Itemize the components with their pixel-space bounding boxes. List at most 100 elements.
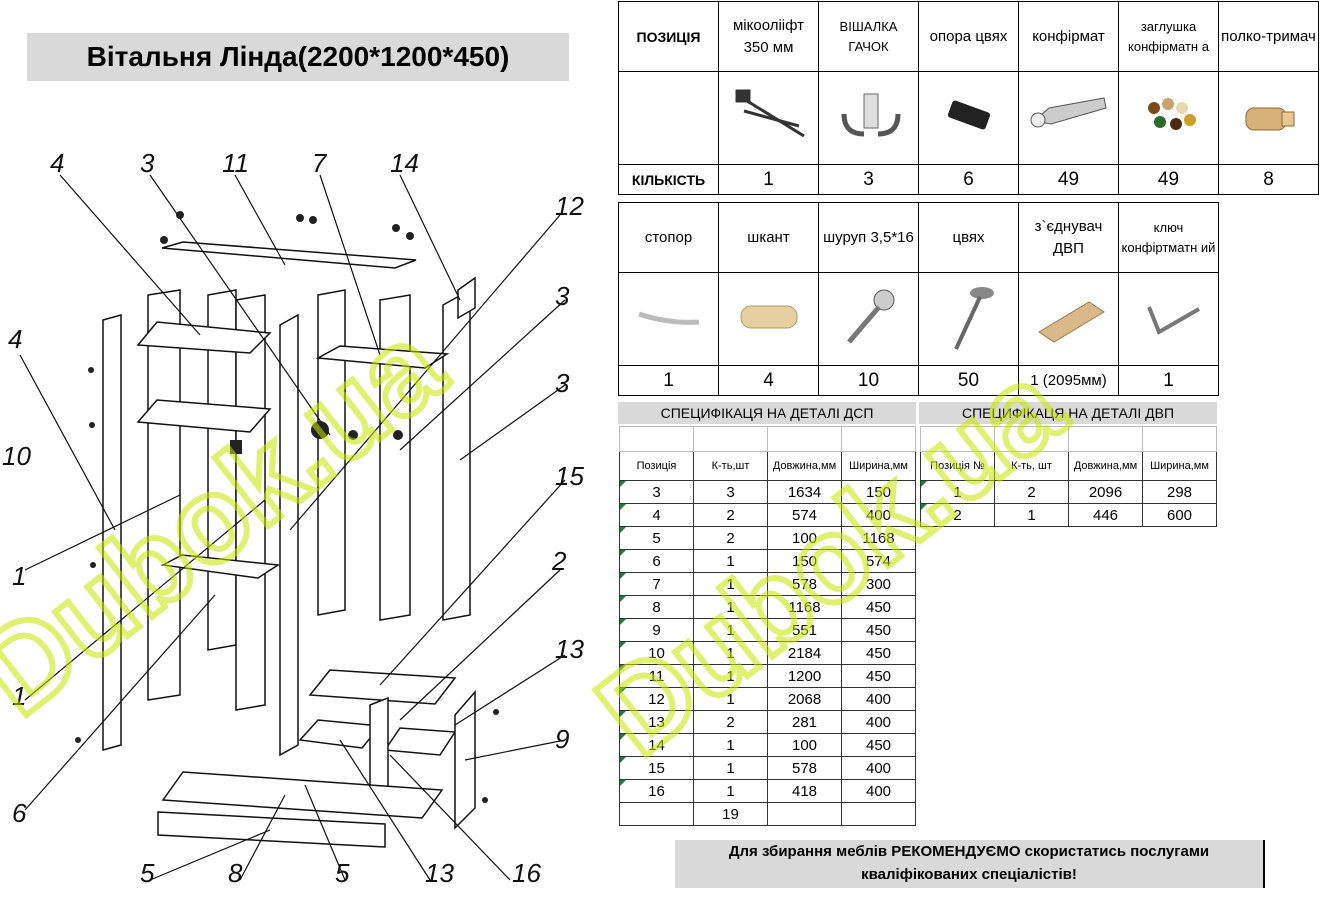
table-cell: 7: [619, 572, 694, 596]
blank-cell: [1142, 426, 1217, 452]
table-cell: 1168: [767, 595, 842, 619]
table-cell: 450: [841, 664, 916, 688]
table-cell: 1: [994, 503, 1069, 527]
table-cell: 300: [841, 572, 916, 596]
drawing-label: 11: [222, 148, 249, 178]
table-cell: 1: [693, 618, 768, 642]
drawing-label: 8: [228, 858, 243, 888]
table-cell: 574: [841, 549, 916, 573]
gas-lift-icon: [718, 71, 819, 165]
table-cell: 9: [619, 618, 694, 642]
fitting-qty: 8: [1218, 164, 1319, 195]
drawing-label: 5: [140, 858, 155, 888]
blank-cell: [619, 426, 694, 452]
fitting-header: ВІШАЛКА ГАЧОК: [818, 1, 919, 72]
table-cell: 446: [1068, 503, 1143, 527]
table-cell: 4: [619, 503, 694, 527]
table-cell: 15: [619, 756, 694, 780]
table-cell: 551: [767, 618, 842, 642]
fitting-qty: 4: [718, 365, 819, 396]
table-cell: 2: [693, 710, 768, 734]
fitting-header: ключ конфіртматн ий: [1118, 202, 1219, 273]
blank-cell: [767, 802, 842, 826]
hook-icon: [818, 71, 919, 165]
fitting-qty: 1 (2095мм): [1018, 365, 1119, 396]
fitting-header: з`єднувач ДВП: [1018, 202, 1119, 273]
column-header: К-ть,шт: [693, 451, 768, 481]
fitting-header: ПОЗИЦІЯ: [618, 1, 719, 72]
drawing-label: 1: [12, 561, 26, 591]
table-cell: 10: [619, 641, 694, 665]
table-cell: 2: [693, 503, 768, 527]
table-cell: 1634: [767, 480, 842, 504]
fitting-header: мікоолііфт 350 мм: [718, 1, 819, 72]
table-cell: 2068: [767, 687, 842, 711]
table-cell: 13: [619, 710, 694, 734]
cap-plugs-icon: [1118, 71, 1219, 165]
table-cell: 1168: [841, 526, 916, 550]
table-cell: 100: [767, 733, 842, 757]
stopper-icon: [618, 272, 719, 366]
fitting-header: шкант: [718, 202, 819, 273]
table-cell: 450: [841, 618, 916, 642]
fittings-table-bottom: стопор шкант шуруп 3,5*16 цвях з`єднувач…: [618, 202, 1219, 396]
table-cell: 1: [693, 549, 768, 573]
dowel-icon: [718, 272, 819, 366]
total-row: 19: [619, 802, 916, 826]
assembly-drawing: 4 3 11 7 14 12 3 3 4 10 15 1 2 1 13 9 6 …: [2, 148, 584, 888]
fitting-qty: 50: [918, 365, 1019, 396]
column-header: Ширина,мм: [841, 451, 916, 481]
table-cell: 578: [767, 756, 842, 780]
drawing-label: 3: [555, 368, 570, 398]
fitting-header: заглушка конфірматн а: [1118, 1, 1219, 72]
table-cell: 450: [841, 641, 916, 665]
table-cell: 298: [1142, 480, 1217, 504]
drawing-label: 6: [12, 798, 27, 828]
table-cell: 14: [619, 733, 694, 757]
table-cell: 150: [767, 549, 842, 573]
drawing-label: 12: [555, 191, 584, 221]
column-header: Позиція №: [920, 451, 995, 481]
blank-cell: [767, 426, 842, 452]
confirmat-screw-icon: [1018, 71, 1119, 165]
blank-cell: [619, 802, 694, 826]
table-cell: 450: [841, 733, 916, 757]
hex-key-icon: [1118, 272, 1219, 366]
table-cell: 574: [767, 503, 842, 527]
column-header: Довжина,мм: [1068, 451, 1143, 481]
table-cell: 2: [693, 526, 768, 550]
table-cell: 1: [693, 572, 768, 596]
table-cell: 1: [693, 687, 768, 711]
total-count: 19: [693, 802, 768, 826]
shelf-support-icon: [1218, 71, 1319, 165]
fittings-table-top: ПОЗИЦІЯ мікоолііфт 350 мм ВІШАЛКА ГАЧОК …: [618, 1, 1319, 195]
drawing-label: 3: [555, 281, 570, 311]
column-header: К-ть, шт: [994, 451, 1069, 481]
blank-cell: [693, 426, 768, 452]
table-cell: 3: [619, 480, 694, 504]
table-cell: 1200: [767, 664, 842, 688]
fitting-qty: 1: [718, 164, 819, 195]
fitting-header: цвях: [918, 202, 1019, 273]
drawing-label: 13: [555, 634, 584, 664]
table-cell: 1: [693, 641, 768, 665]
spec-dvp-title: СПЕЦИФІКАЦЯ НА ДЕТАЛІ ДВП: [919, 402, 1217, 424]
note-line: кваліфікованих спеціалістів!: [861, 866, 1077, 883]
table-cell: 16: [619, 779, 694, 803]
note-line: Для збирання меблів РЕКОМЕНДУЄМО скорист…: [728, 843, 1210, 860]
drawing-label: 13: [425, 858, 454, 888]
quantity-label: КІЛЬКІСТЬ: [618, 164, 719, 195]
table-cell: 1: [920, 480, 995, 504]
table-cell: 600: [1142, 503, 1217, 527]
drawing-label: 7: [312, 148, 328, 178]
table-cell: 418: [767, 779, 842, 803]
